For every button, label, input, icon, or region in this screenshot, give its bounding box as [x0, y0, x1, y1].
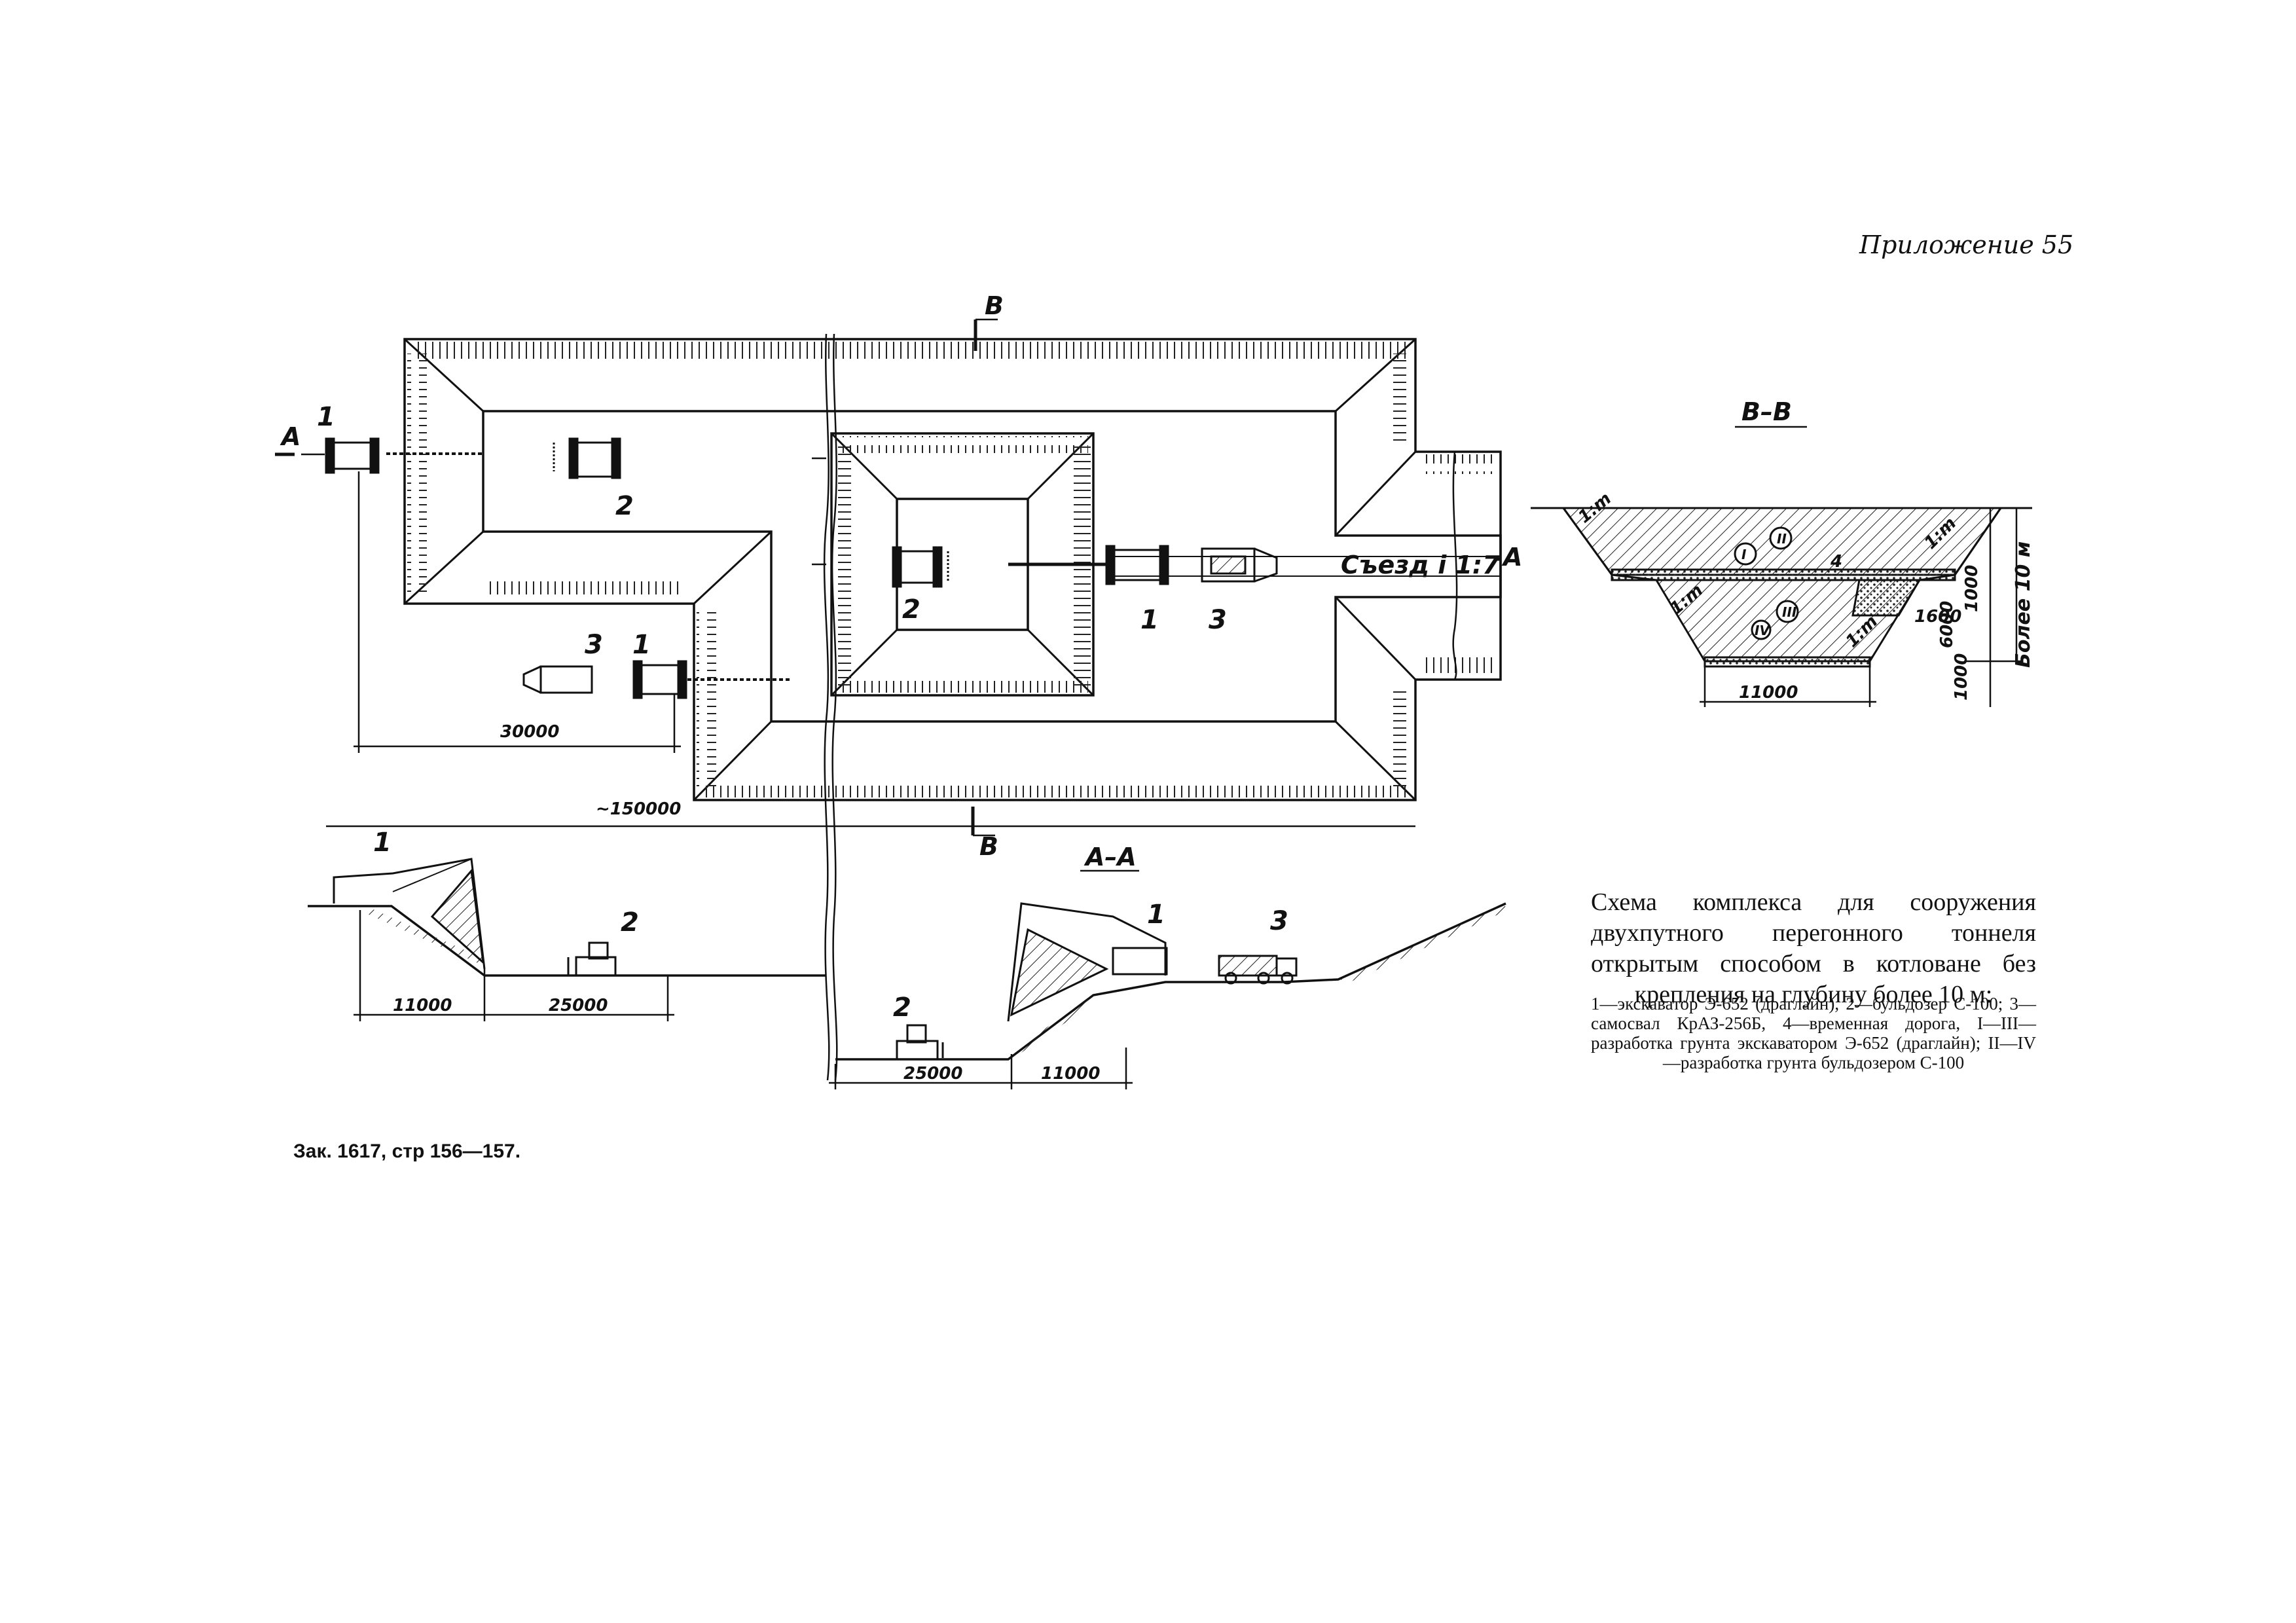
plan-machines — [325, 437, 1278, 699]
dim-25000: 25000 — [903, 1064, 962, 1084]
order-note: Зак. 1617, стр 156—157. — [293, 1140, 521, 1162]
dim-6000: 6000 — [1937, 601, 1957, 648]
dim-11000: 11000 — [393, 996, 452, 1015]
excavator-icon — [632, 660, 687, 699]
depth-label: Более 10 м — [2012, 541, 2035, 668]
pit-outer-outline — [403, 338, 1502, 801]
label-bulldozer: 2 — [621, 907, 639, 938]
dim-11000: 11000 — [1739, 683, 1798, 702]
label-excavator: 1 — [317, 402, 335, 432]
dragline-icon — [333, 858, 486, 970]
section-mark-a-left: А — [280, 422, 301, 451]
section-mark-b-top: В — [985, 291, 1004, 320]
bulldozer-icon — [896, 1024, 944, 1061]
label-bulldozer: 2 — [893, 993, 911, 1023]
section-mark-b-bottom: В — [979, 832, 998, 861]
label-excavator: 1 — [373, 828, 392, 858]
label-excavator: 1 — [632, 630, 651, 660]
bulldozer-icon — [892, 546, 949, 588]
section-bb-title: В–В — [1741, 397, 1792, 426]
plan-labels: 1 2 3 1 2 1 3 Съезд i 1:7 В В А А 30000 … — [280, 291, 1522, 861]
label-dump-truck: 3 — [1270, 906, 1288, 936]
section-aa-dims — [354, 910, 1133, 1089]
zone-label: III — [1782, 604, 1797, 620]
dim-1000: 1000 — [1962, 565, 1982, 612]
excavator-icon — [1105, 545, 1169, 585]
zone-label: IV — [1755, 623, 1770, 638]
section-aa-title: А–А — [1084, 843, 1137, 871]
item-4-label: 4 — [1830, 552, 1842, 572]
section-aa-labels: 1 2 2 1 3 11000 25000 25000 11000 — [373, 828, 1288, 1084]
dim-1000: 1000 — [1952, 653, 1971, 701]
slope-corner-lines — [403, 338, 1417, 801]
section-bb-dims — [1700, 508, 2023, 707]
dim-total: ~150000 — [596, 799, 681, 819]
break-line-2 — [831, 333, 838, 1081]
break-line-ramp — [1452, 451, 1458, 680]
excavator-icon — [325, 437, 380, 474]
section-aa-profile — [308, 902, 1508, 1061]
dump-truck-icon — [1201, 547, 1278, 583]
zone-label: II — [1777, 531, 1787, 547]
plan-dimension-lines — [275, 318, 1501, 837]
dump-truck-icon — [1218, 955, 1298, 985]
ramp-label: Съезд i 1:7 — [1341, 551, 1500, 579]
dim-1600: 1600 — [1914, 607, 1961, 627]
plan-view — [386, 333, 1502, 1081]
label-excavator: 1 — [1147, 900, 1165, 930]
caption-title: Схема комплекса для сооружения двухпутно… — [1591, 888, 2036, 1008]
caption-legend: 1—экскаватор Э-652 (драглайн), 2—бульдоз… — [1591, 994, 2036, 1072]
appendix-label: Приложение 55 — [1859, 230, 2074, 259]
dim-11000: 11000 — [1041, 1064, 1100, 1084]
dump-truck-icon — [522, 665, 593, 694]
dragline-icon — [1007, 902, 1168, 1022]
label-dump-truck: 3 — [1209, 605, 1227, 635]
bulldozer-icon — [553, 437, 621, 479]
dim-25000: 25000 — [549, 996, 608, 1015]
break-line — [823, 333, 830, 1081]
label-dump-truck: 3 — [585, 630, 603, 660]
label-bulldozer: 2 — [902, 594, 920, 625]
label-excavator: 1 — [1140, 605, 1159, 635]
slope-tick-bands — [407, 342, 1493, 797]
section-aa-machines — [333, 858, 1298, 1061]
section-bb-profile — [1531, 507, 2032, 668]
label-bulldozer: 2 — [615, 491, 634, 521]
zone-label: I — [1741, 547, 1747, 562]
dim-30000: 30000 — [500, 722, 559, 742]
section-mark-a-right: А — [1501, 543, 1522, 572]
bulldozer-icon — [567, 941, 617, 977]
